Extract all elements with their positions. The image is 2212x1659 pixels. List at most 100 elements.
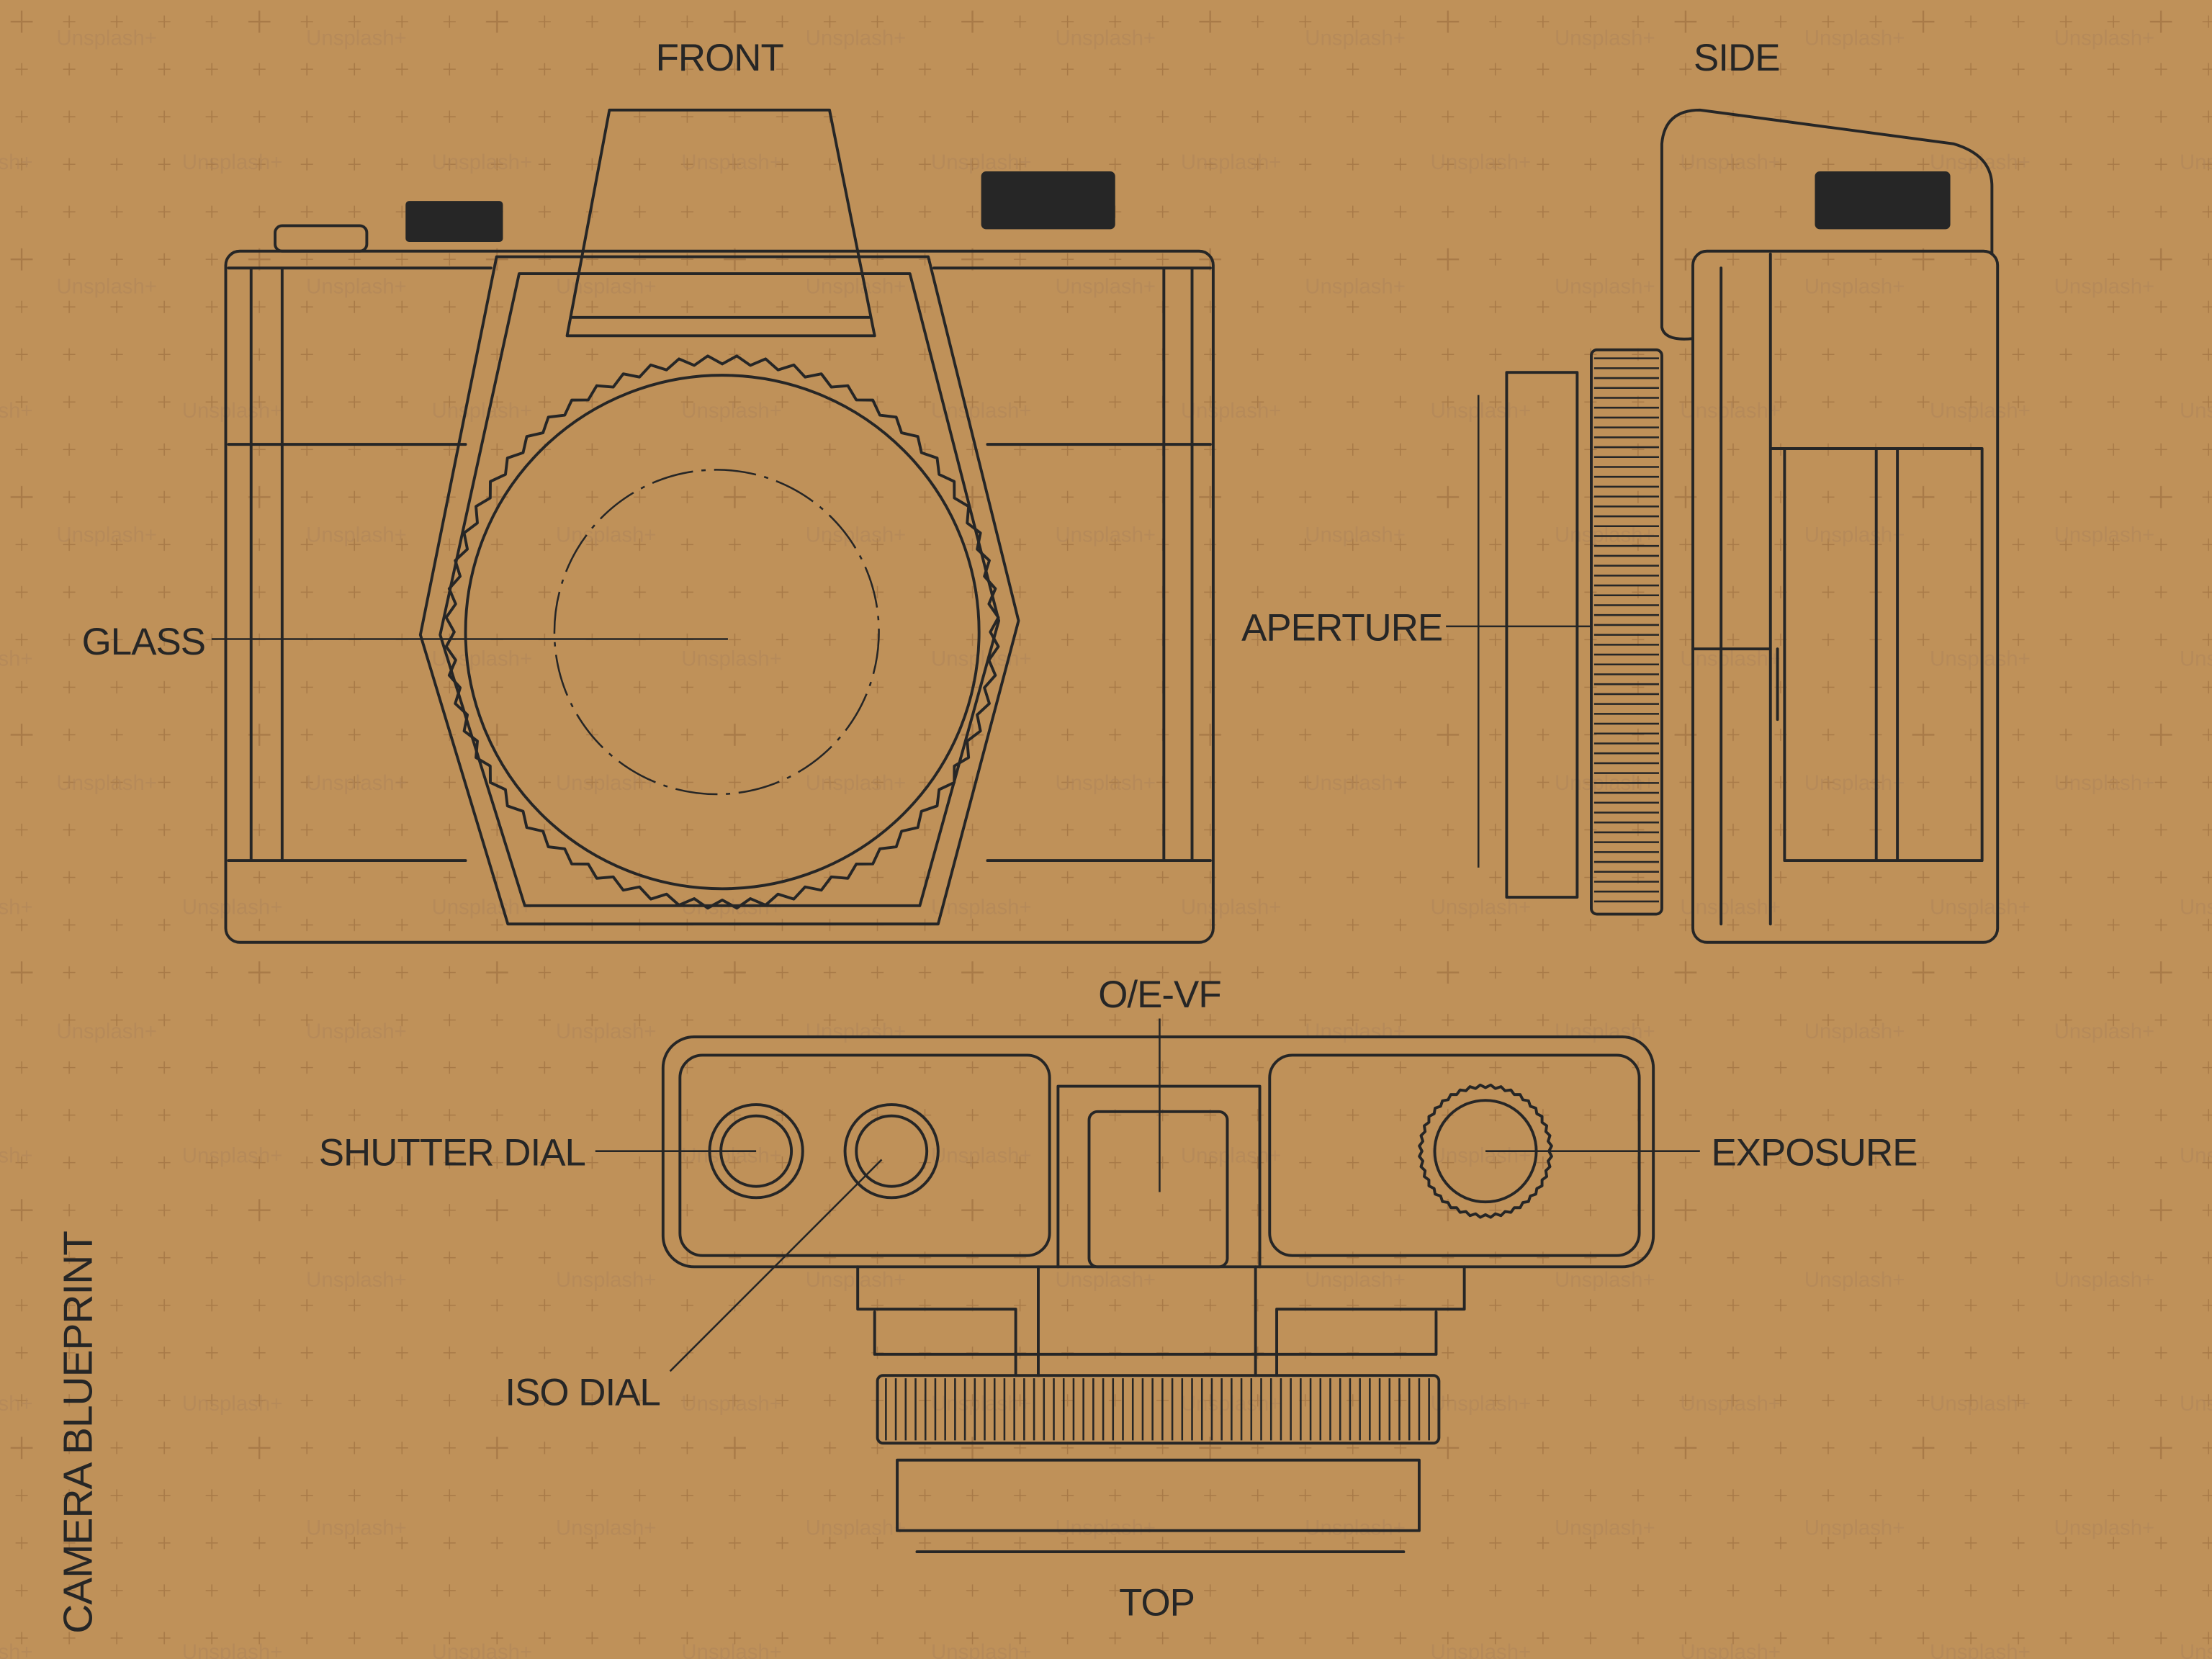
watermark: Unsplash+	[1555, 27, 1655, 50]
watermark: Unsplash+	[1555, 1516, 1655, 1540]
watermark: Unsplash+	[1431, 399, 1532, 423]
front-left-knob	[405, 201, 503, 242]
side-view: SIDE APERTURE	[1241, 37, 2000, 944]
watermark: Unsplash+	[182, 1392, 283, 1416]
watermark: Unsplash+	[2054, 1516, 2155, 1540]
watermark: Unsplash+	[1680, 647, 1781, 671]
watermark: Unsplash+	[1431, 896, 1532, 920]
watermark: Unsplash+	[2054, 1020, 2155, 1043]
watermark: Unsplash+	[1181, 399, 1282, 423]
watermark: Unsplash+	[1680, 896, 1781, 920]
watermark: Unsplash+	[2180, 399, 2212, 423]
top-body-inner-left	[678, 1053, 1051, 1257]
watermark: Unsplash+	[806, 771, 907, 795]
prism-housing	[565, 108, 876, 338]
watermark: Unsplash+	[1930, 896, 2031, 920]
watermark: Unsplash+	[182, 896, 283, 920]
blueprint-title: CAMERA BLUEPRINT	[55, 1231, 101, 1634]
watermark: Unsplash+	[806, 275, 907, 299]
front-view-label: FRONT	[656, 37, 784, 79]
watermark: Unsplash+	[1804, 27, 1905, 50]
top-view-label: TOP	[1119, 1581, 1195, 1624]
watermark: Unsplash+	[1431, 1143, 1532, 1167]
watermark: Unsplash+	[681, 150, 782, 174]
watermark: Unsplash+	[1305, 275, 1406, 299]
aperture-ring	[1590, 348, 1663, 916]
watermark: Unsplash+	[432, 896, 533, 920]
watermark: Unsplash+	[681, 1640, 782, 1659]
iso-dial-inner	[855, 1114, 929, 1188]
watermark: Unsplash+	[1680, 399, 1781, 423]
watermark: Unsplash+	[1930, 399, 2031, 423]
watermark: Unsplash+	[1930, 1392, 2031, 1416]
watermark: Unsplash+	[1555, 1268, 1655, 1292]
watermark: Unsplash+	[931, 150, 1032, 174]
watermark: Unsplash+	[931, 1143, 1032, 1167]
watermark: Unsplash+	[56, 275, 157, 299]
lens-ring	[464, 374, 981, 891]
watermark: Unsplash+	[556, 1020, 657, 1043]
top-lower-structure	[856, 1265, 1466, 1377]
watermark: Unsplash+	[306, 771, 407, 795]
watermark: Unsplash+	[806, 1516, 907, 1540]
watermark: Unsplash+	[2054, 771, 2155, 795]
exposure-label: EXPOSURE	[1711, 1131, 1917, 1174]
watermark: Unsplash+	[56, 771, 157, 795]
watermark: Unsplash+	[1804, 1268, 1905, 1292]
watermark: Unsplash+	[1804, 1516, 1905, 1540]
lens-mount-gear	[444, 354, 1000, 910]
watermark: Unsplash+	[2180, 647, 2212, 671]
watermark: Unsplash+	[1305, 1020, 1406, 1043]
watermark-layer: Unsplash+ Unsplash+ Unsplash+ Unsplash+ Unsp…	[0, 27, 2212, 1659]
watermark: Unsplash+	[1305, 1268, 1406, 1292]
watermark: Unsplash+	[806, 1268, 907, 1292]
watermark: Unsplash+	[1930, 1640, 2031, 1659]
watermark: Unsplash+	[1804, 523, 1905, 547]
watermark: Unsplash+	[56, 1020, 157, 1043]
watermark: Unsplash+	[1055, 523, 1156, 547]
watermark: Unsplash+	[182, 1640, 283, 1659]
watermark: Unsplash+	[1555, 1020, 1655, 1043]
watermark: Unsplash+	[556, 1268, 657, 1292]
watermark: Unsplash+	[1431, 1640, 1532, 1659]
viewfinder-window	[1087, 1110, 1229, 1269]
watermark: Unsplash+	[306, 27, 407, 50]
watermark: Unsplash+	[1305, 27, 1406, 50]
front-body	[224, 249, 1215, 944]
watermark: Unsplash+	[806, 27, 907, 50]
front-body-lines	[227, 266, 1212, 863]
watermark: Unsplash+	[1055, 275, 1156, 299]
shutter-dial-label: SHUTTER DIAL	[319, 1131, 585, 1174]
lens-plate-inner	[439, 272, 1001, 907]
watermark: Unsplash+	[556, 523, 657, 547]
watermark: Unsplash+	[2054, 523, 2155, 547]
lens-barrel	[1505, 371, 1579, 899]
watermark: Unsplash+	[1055, 1268, 1156, 1292]
side-body-lines	[1691, 252, 1984, 926]
aperture-label: APERTURE	[1241, 606, 1442, 649]
watermark: Unsplash+	[1431, 1392, 1532, 1416]
watermark: Unsplash+	[306, 1516, 407, 1540]
watermark: Unsplash+	[1181, 150, 1282, 174]
watermark: Unsplash+	[681, 647, 782, 671]
watermark: Unsplash+	[556, 1516, 657, 1540]
watermark: Unsplash+	[931, 896, 1032, 920]
watermark: Unsplash+	[2180, 1392, 2212, 1416]
watermark: Unsplash+	[1181, 1143, 1282, 1167]
lens-plate	[418, 255, 1020, 926]
watermark: Unsplash+	[1930, 647, 2031, 671]
top-lens-gear-ridges	[885, 1378, 1430, 1441]
watermark: Unsplash+	[1555, 275, 1655, 299]
front-right-knob	[981, 171, 1115, 230]
exposure-dial	[1418, 1083, 1553, 1219]
watermark: Unsplash+	[1305, 523, 1406, 547]
watermark: Unsplash+	[0, 896, 33, 920]
watermark: Unsplash+	[1804, 275, 1905, 299]
watermark: Unsplash+	[2054, 275, 2155, 299]
watermark: Unsplash+	[1055, 27, 1156, 50]
side-knob	[1815, 171, 1951, 230]
watermark: Unsplash+	[1930, 150, 2031, 174]
top-lens-gear	[876, 1374, 1441, 1445]
watermark: Unsplash+	[56, 27, 157, 50]
